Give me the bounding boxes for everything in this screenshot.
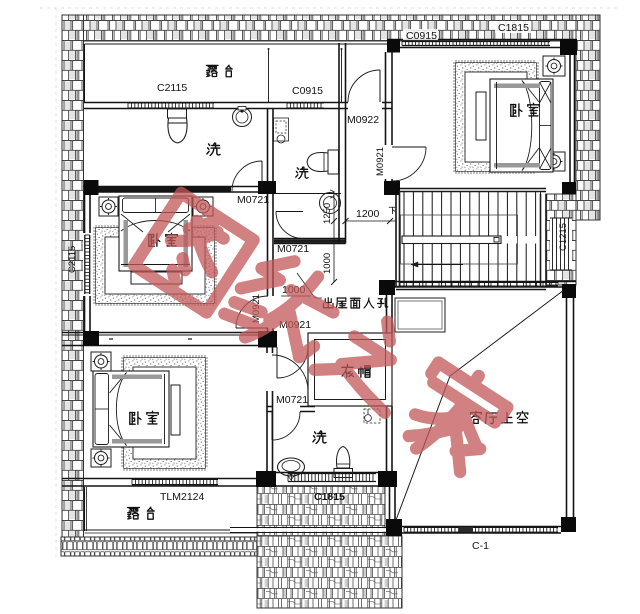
svg-text:C1215: C1215: [558, 223, 569, 251]
svg-text:1000: 1000: [322, 253, 333, 274]
svg-text:1200: 1200: [356, 208, 380, 220]
svg-text:M0721: M0721: [277, 243, 309, 255]
svg-text:C1815: C1815: [498, 22, 529, 34]
svg-text:C-1: C-1: [472, 540, 489, 552]
svg-text:C1815: C1815: [314, 491, 345, 503]
svg-text:M0922: M0922: [347, 114, 379, 126]
svg-text:C0915: C0915: [292, 85, 323, 97]
svg-text:M0721: M0721: [237, 194, 269, 206]
svg-text:M0721: M0721: [276, 394, 308, 406]
svg-text:M0921: M0921: [375, 147, 386, 176]
svg-text:C2115: C2115: [67, 246, 78, 273]
svg-text:C2115: C2115: [157, 82, 187, 94]
svg-text:TLM2124: TLM2124: [160, 491, 205, 503]
svg-text:C0915: C0915: [406, 30, 437, 42]
